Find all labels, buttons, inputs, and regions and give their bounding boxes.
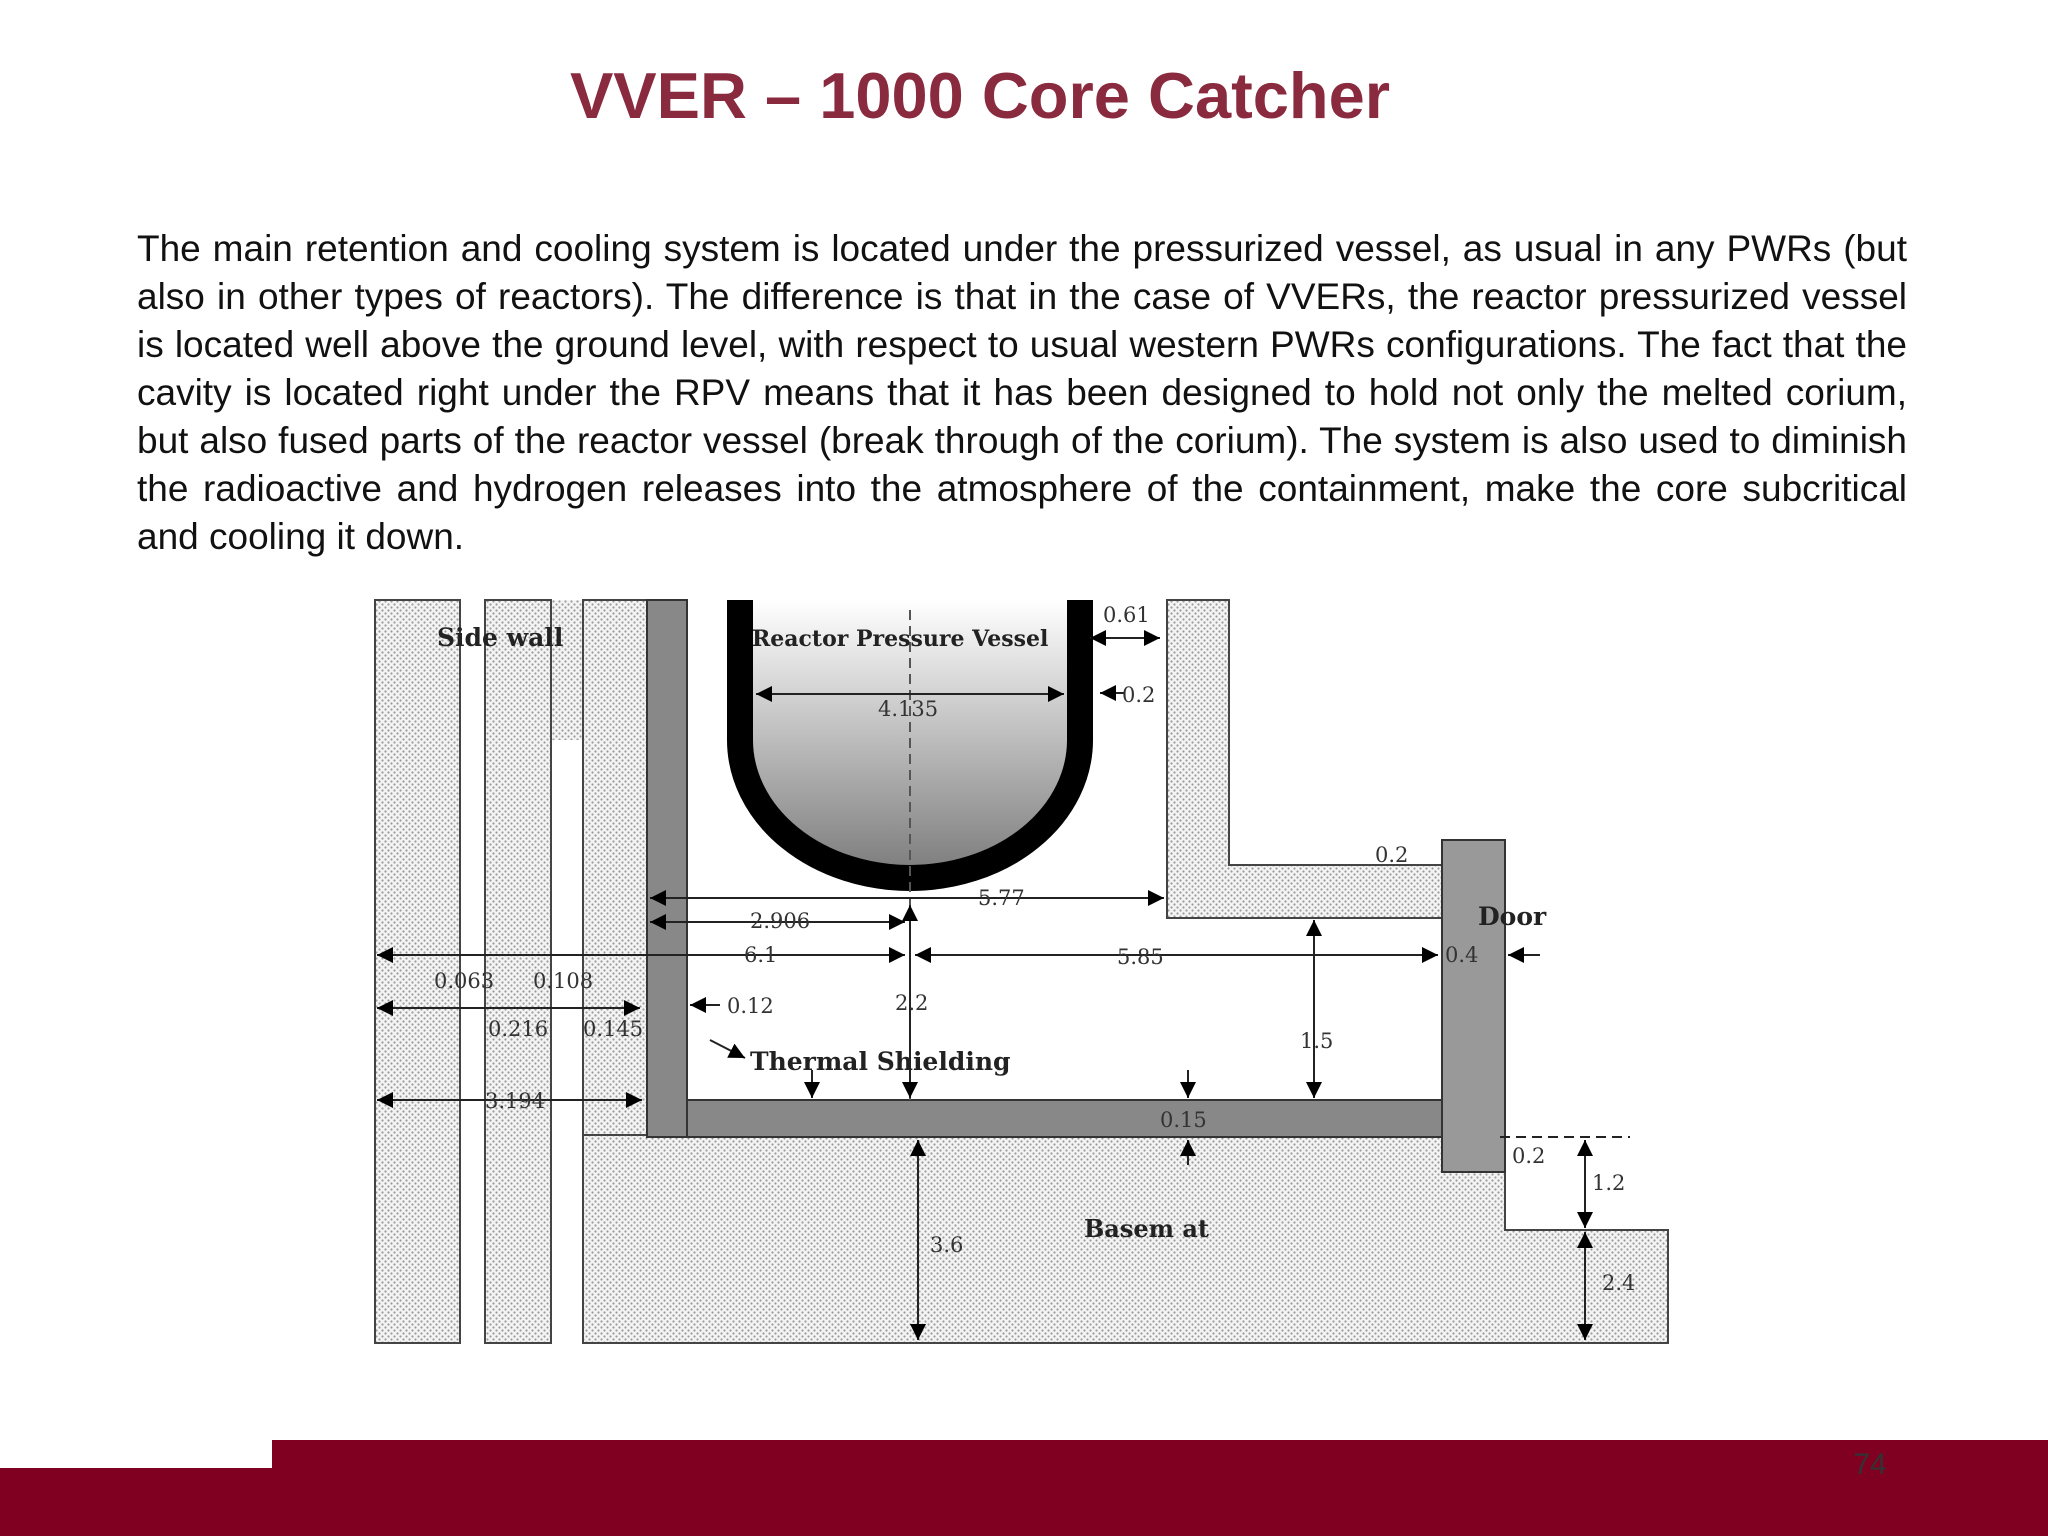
dim-3-6: 3.6: [930, 1233, 963, 1257]
dim-1-5: 1.5: [1300, 1029, 1333, 1053]
slide-title: VVER – 1000 Core Catcher: [569, 59, 1391, 132]
dim-0-216: 0.216: [488, 1017, 548, 1041]
slide-paragraph: The main retention and cooling system is…: [137, 228, 1907, 557]
core-catcher-diagram: Side wall Reactor Pressure Vessel Therma…: [374, 599, 1669, 1344]
dim-0-4: 0.4: [1445, 943, 1478, 967]
dim-0-145: 0.145: [583, 1017, 643, 1041]
dim-0-063: 0.063: [434, 969, 494, 993]
dim-0-2-step: 0.2: [1375, 843, 1408, 867]
dim-0-15: 0.15: [1160, 1108, 1207, 1132]
dim-0-2-door: 0.2: [1512, 1144, 1545, 1168]
dim-1-2: 1.2: [1592, 1171, 1625, 1195]
door-label: Door: [1478, 902, 1547, 931]
dimension-lines: [377, 630, 1630, 1340]
thermal-shielding-wall: [646, 599, 688, 1138]
dim-5-77: 5.77: [978, 886, 1025, 910]
dim-5-85: 5.85: [1117, 945, 1164, 969]
dim-0-2-top: 0.2: [1122, 683, 1155, 707]
thermal-shielding-floor: [686, 1099, 1443, 1138]
footer-bar: [0, 1440, 2048, 1536]
page-number: 74: [1853, 1448, 1887, 1481]
door: [1441, 839, 1506, 1173]
dim-0-108: 0.108: [533, 969, 593, 993]
basemat-label: Basem at: [1084, 1214, 1209, 1243]
dim-2-2: 2.2: [895, 991, 928, 1015]
reactor-vessel-wall: [727, 600, 1093, 891]
dim-6-1: 6.1: [744, 943, 777, 967]
thermal-shielding-label: Thermal Shielding: [750, 1047, 1010, 1076]
dim-3-194: 3.194: [485, 1089, 545, 1113]
dim-0-12: 0.12: [727, 994, 774, 1018]
upper-right-wall: [1166, 599, 1443, 919]
dim-2-4: 2.4: [1602, 1271, 1635, 1295]
side-wall-label: Side wall: [437, 623, 563, 652]
footer-notch: [0, 1440, 272, 1468]
side-wall-structure: [374, 599, 648, 1344]
dim-2-906: 2.906: [750, 909, 810, 933]
reactor-pressure-vessel-label: Reactor Pressure Vessel: [752, 626, 1048, 652]
dim-4-135: 4.135: [878, 697, 938, 721]
dim-0-61: 0.61: [1103, 603, 1150, 627]
